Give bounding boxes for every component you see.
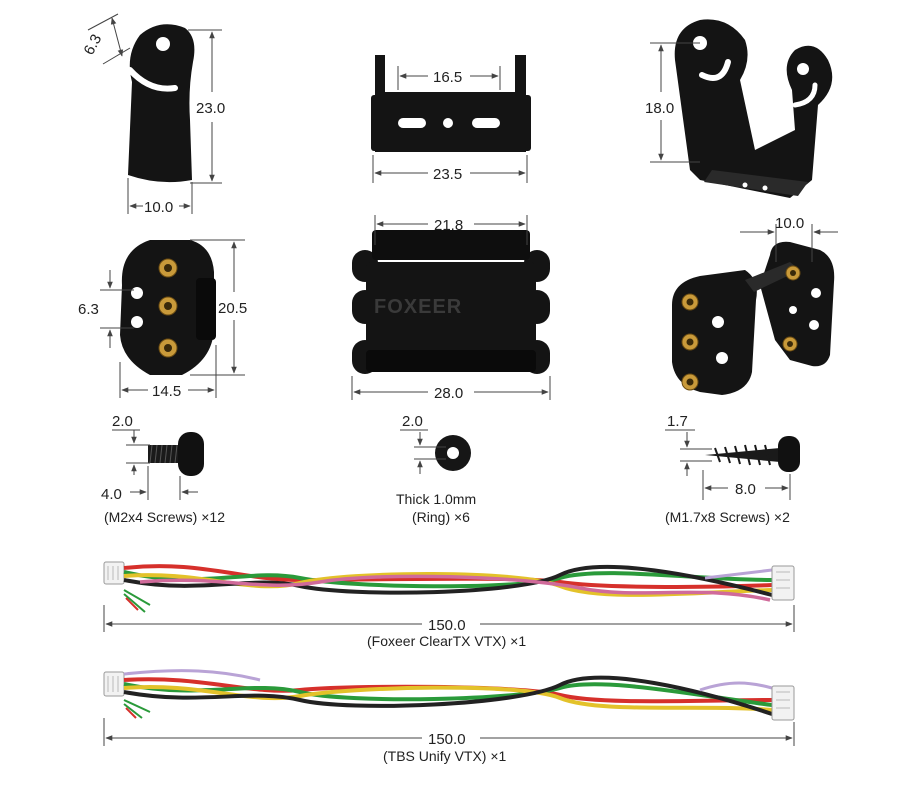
dim-cable2-length: 150.0 [103,718,795,748]
dim-label: 4.0 [101,486,122,503]
cable1-caption: (Foxeer ClearTX VTX) ×1 [367,633,526,649]
dim-label: 20.5 [218,300,247,317]
dim-label: 21.8 [434,217,463,234]
dim-label: 6.3 [81,31,106,57]
brass-insert [158,258,178,278]
dim-label: 2.0 [402,413,423,430]
dim-label: 2.0 [112,413,133,430]
dim-label: 28.0 [434,385,463,402]
foxeer-clamp-part: FOXEER [352,230,550,374]
ring-part [435,435,471,471]
u-bracket-part [371,55,531,152]
dim-side-plate-height: 23.0 [188,29,225,184]
brass-insert [681,293,699,311]
dim-m2-length: 4.0 [101,466,198,503]
dim-label: 6.3 [78,301,99,318]
cable-foxeer-cleartx [103,561,795,613]
dim-l-mount-offset: 10.0 [740,215,838,262]
dim-label: 23.0 [196,100,225,117]
dim-cable1-length: 150.0 [103,605,795,634]
brand-logo: FOXEER [374,296,462,318]
dim-label: 150.0 [428,731,466,748]
dim-cradle-height: 18.0 [645,42,700,163]
dim-ring-diameter: 2.0 [400,413,446,474]
l-mount-part [672,241,835,395]
dim-label: 1.7 [667,413,688,430]
brass-insert [785,265,801,281]
dim-label: 18.0 [645,100,674,117]
dim-label: 10.0 [775,215,804,232]
dim-label: 150.0 [428,617,466,634]
dim-label: 10.0 [144,199,173,216]
m2-screw-part [148,432,204,476]
cable-tbs-unify [103,669,795,721]
cradle-part [674,19,833,198]
dim-side-plate-base: 10.0 [127,178,193,216]
m17-screw-caption: (M1.7x8 Screws) ×2 [665,509,790,525]
dim-u-bracket-outer: 23.5 [372,155,528,183]
dim-label: 16.5 [433,69,462,86]
brass-insert [158,296,178,316]
dim-u-bracket-inner: 16.5 [397,66,501,90]
dim-m2-diameter: 2.0 [112,413,150,475]
dim-label: 8.0 [735,481,756,498]
ring-caption: (Ring) ×6 [412,509,470,525]
dim-label: 23.5 [433,166,462,183]
brass-insert [681,373,699,391]
dim-tri-mount-height: 20.5 [190,239,247,376]
brass-insert [158,338,178,358]
dim-side-plate-width: 6.3 [81,13,131,65]
m17-screw-part [705,436,800,472]
brass-insert [681,333,699,351]
dim-m17-diameter: 1.7 [665,413,712,476]
dim-clamp-inner: 21.8 [374,215,528,245]
dim-clamp-outer: 28.0 [351,376,551,402]
ring-thickness: Thick 1.0mm [396,491,476,507]
dim-m17-length: 8.0 [702,470,791,500]
tri-mount-part [120,240,216,375]
dim-tri-mount-gap: 6.3 [78,270,134,348]
brass-insert [782,336,798,352]
dim-tri-mount-width: 14.5 [119,345,217,400]
side-plate-part [127,24,195,183]
dim-label: 14.5 [152,383,181,400]
m2-screw-caption: (M2x4 Screws) ×12 [104,509,225,525]
cable2-caption: (TBS Unify VTX) ×1 [383,748,507,764]
